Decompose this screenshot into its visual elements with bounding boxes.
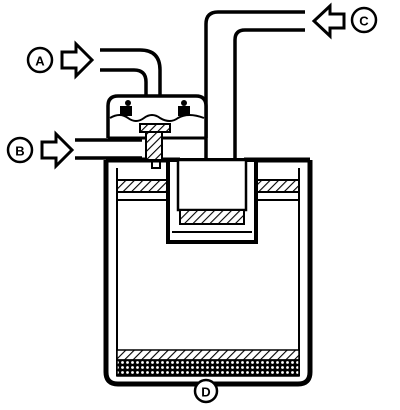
pipe-c — [204, 10, 305, 158]
callout-c: C — [350, 6, 378, 34]
center-cup — [166, 158, 258, 244]
callout-d-label: D — [201, 385, 210, 400]
callout-a: A — [26, 46, 54, 74]
arrow-a — [60, 40, 95, 80]
callout-a-label: A — [35, 54, 45, 69]
callout-b: B — [6, 136, 34, 164]
arrow-c — [311, 2, 346, 40]
valve-stem — [139, 123, 171, 169]
arrow-b — [40, 130, 75, 170]
pipe-b — [75, 138, 142, 160]
valve-head — [106, 94, 208, 140]
callout-d: D — [193, 378, 219, 404]
callout-b-label: B — [15, 144, 24, 159]
pipe-a — [100, 48, 162, 96]
bottom-filter — [116, 349, 300, 377]
callout-c-label: C — [359, 14, 369, 29]
